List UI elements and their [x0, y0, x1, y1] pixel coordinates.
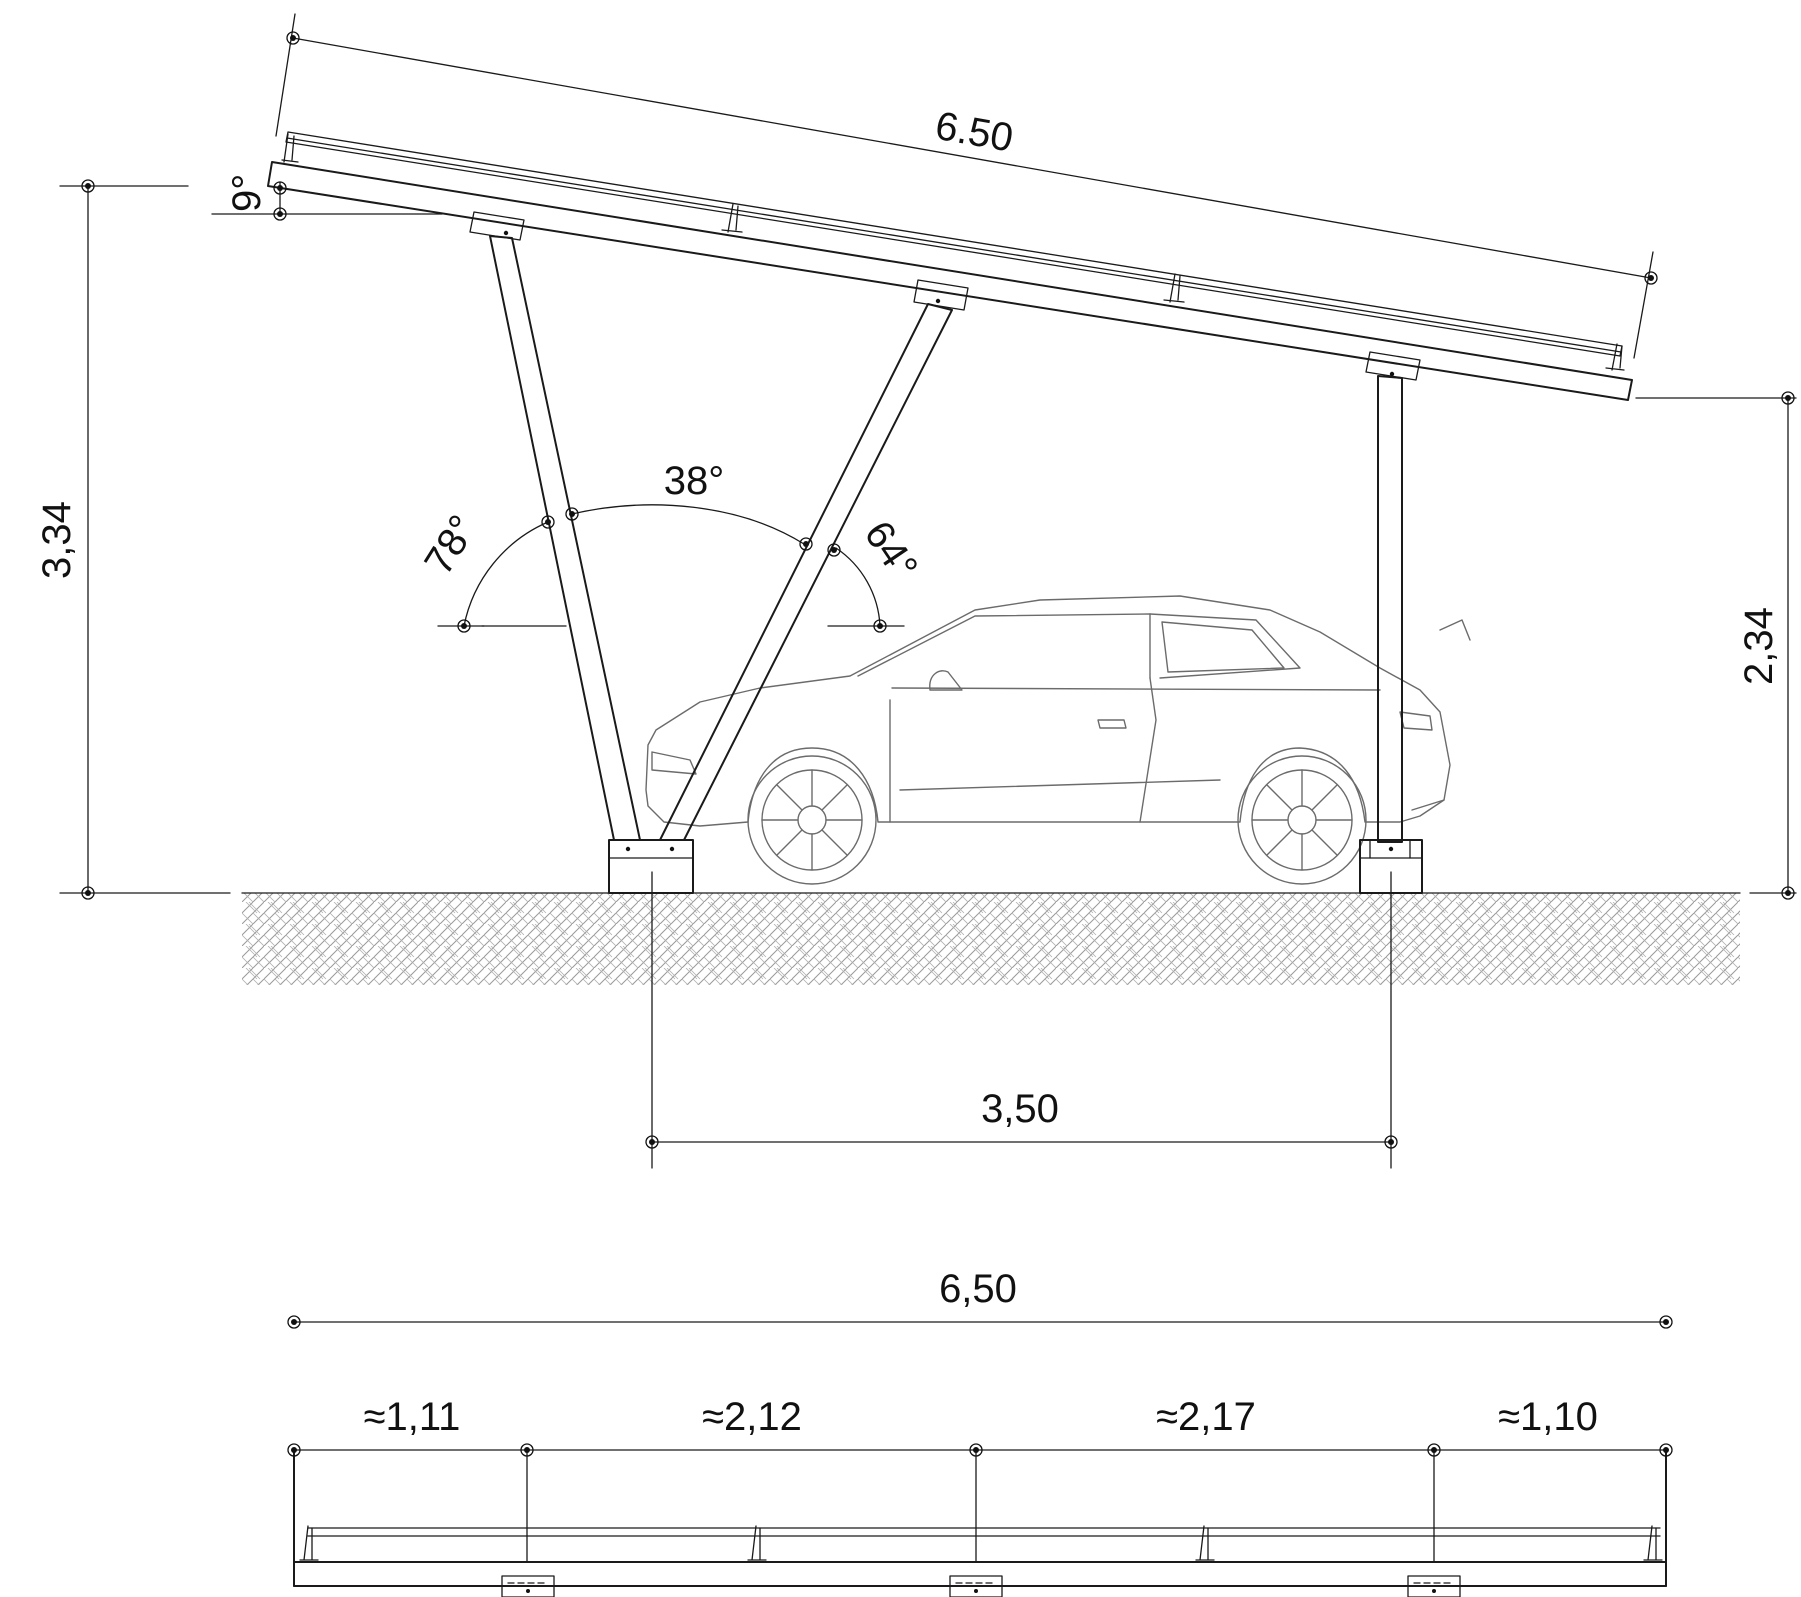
dimension-clear-height: 2,34 — [1635, 391, 1797, 900]
carport-side-view — [267, 131, 1633, 894]
dim-top-overall-label: 6,50 — [939, 1267, 1017, 1311]
top-view-clamps — [299, 1525, 1663, 1561]
dim-tilt-angle-label: 9° — [225, 174, 269, 212]
car-rear-wheel — [1237, 755, 1367, 885]
dim-front-leg-angle-label: 64° — [856, 513, 926, 588]
foundations — [608, 839, 1423, 894]
top-view-rail — [293, 1451, 1667, 1587]
vertical-post — [1377, 375, 1403, 843]
dimension-post-span: 3,50 — [645, 871, 1398, 1169]
dim-top-segment-4-label: ≈1,10 — [1498, 1395, 1598, 1439]
dimension-panel-length: 6.50 — [275, 13, 1658, 359]
dimension-top-segments: ≈1,11 ≈2,12 ≈2,17 ≈1,10 — [287, 1395, 1673, 1563]
car-front-wheel — [747, 755, 877, 885]
dimension-leg-angles: 78° 38° 64° — [416, 459, 926, 633]
dim-top-segment-2-label: ≈2,12 — [702, 1395, 802, 1439]
car-outline — [645, 595, 1471, 885]
dimension-tilt-angle: 9° — [211, 174, 443, 221]
back-leg — [489, 235, 641, 841]
dim-top-segment-3-label: ≈2,17 — [1156, 1395, 1256, 1439]
dim-total-height-label: 3,34 — [35, 501, 79, 579]
ground-hatch — [242, 893, 1740, 985]
dim-post-span-label: 3,50 — [981, 1087, 1059, 1131]
dim-top-segment-1-label: ≈1,11 — [364, 1395, 461, 1439]
dim-between-legs-angle-label: 38° — [664, 459, 725, 503]
panel-clamps — [281, 133, 1625, 371]
ground — [241, 892, 1741, 985]
dim-clear-height-label: 2,34 — [1737, 607, 1781, 685]
dim-back-leg-angle-label: 78° — [416, 508, 485, 583]
beam-brackets — [469, 211, 1421, 381]
carport-top-view — [293, 1451, 1667, 1597]
top-view-brackets — [501, 1575, 1461, 1597]
dimension-top-overall: 6,50 — [287, 1267, 1673, 1329]
dim-panel-length-label: 6.50 — [932, 104, 1016, 161]
dimension-total-height: 3,34 — [35, 179, 231, 900]
solar-panel-beam — [267, 131, 1633, 401]
